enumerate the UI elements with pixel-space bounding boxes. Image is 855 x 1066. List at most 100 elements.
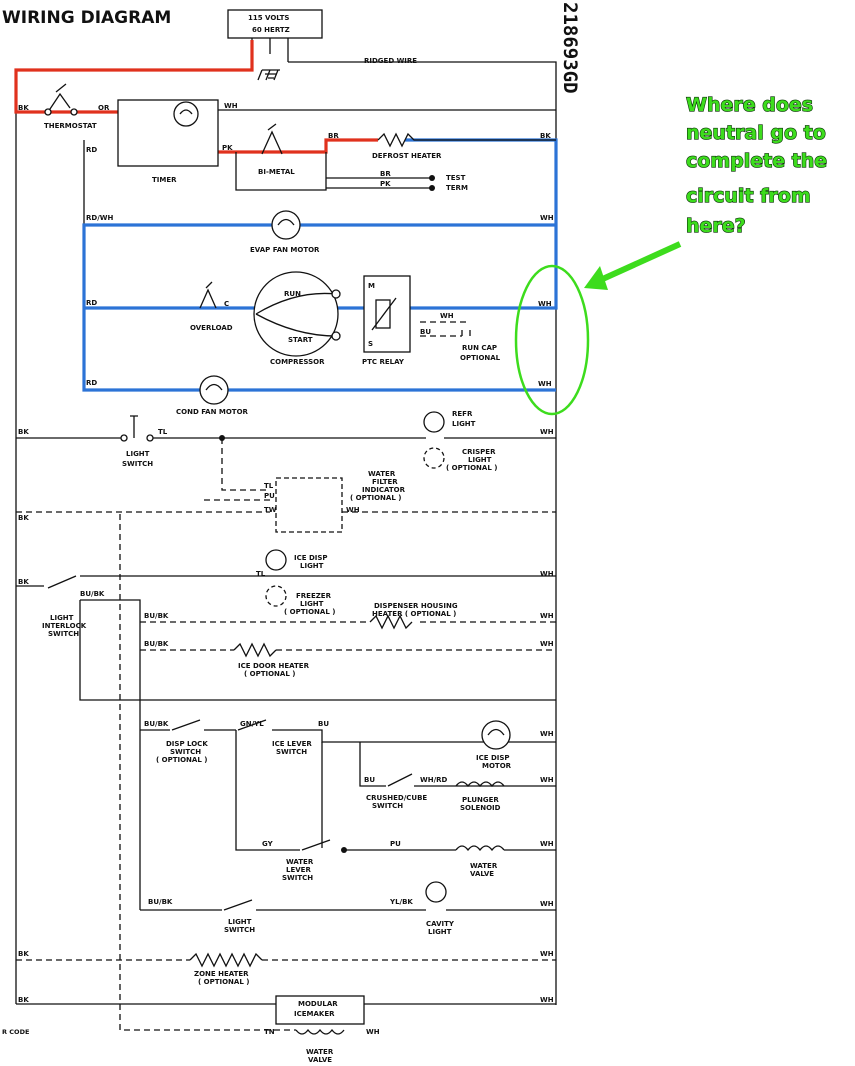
im-valve-label-1: WATER (306, 1048, 334, 1056)
crisper-label-2: LIGHT (468, 456, 492, 464)
cond-rd-label: RD (86, 379, 97, 387)
run-cap-optional-label: OPTIONAL (460, 354, 501, 362)
heater-dash-wires (140, 621, 556, 651)
thermostat-symbol (47, 83, 71, 113)
zone-heater-label-2: ( OPTIONAL ) (198, 978, 249, 986)
water-lever-junction (341, 847, 347, 853)
zone-wh-label: WH (540, 950, 554, 958)
cond-fan-motor (199, 375, 229, 405)
zone-heater-symbol (189, 952, 263, 968)
ground-symbol (257, 69, 280, 81)
compressor-wh-label: WH (538, 300, 552, 308)
filter-label-2: FILTER (372, 478, 398, 486)
run-cap-label: RUN CAP (462, 344, 497, 352)
run-cap-wh-label: WH (440, 312, 454, 320)
corner-text: R CODE (2, 1028, 29, 1036)
crisper-label-1: CRISPER (462, 448, 496, 456)
defrost-heater-symbol (377, 132, 556, 148)
plunger-label-1: PLUNGER (462, 796, 499, 804)
cavity-light (425, 881, 447, 903)
defrost-heater-label: DEFROST HEATER (372, 152, 442, 160)
cavity-bubk-label: BU/BK (148, 898, 173, 906)
thermostat-contact-1 (44, 108, 52, 116)
filter-label-4: ( OPTIONAL ) (350, 494, 401, 502)
filter-wh-label: WH (346, 506, 360, 514)
run-cap-dash-wires (420, 321, 470, 337)
callout-ellipse (514, 264, 590, 416)
timer-motor-coil (179, 109, 193, 115)
interlock-wh-label: WH (540, 570, 554, 578)
door-heater-wh-label: WH (540, 640, 554, 648)
water-valve-label-1: WATER (470, 862, 498, 870)
thermostat-label: THERMOSTAT (44, 122, 97, 130)
timer-box (117, 99, 219, 167)
light-bk-label: BK (18, 428, 29, 436)
callout-arrow-shaft (594, 241, 682, 285)
compressor-s-terminal (331, 331, 341, 341)
timer-pk-label: PK (222, 144, 233, 152)
cond-wh-label: WH (538, 380, 552, 388)
icemaker-box (275, 995, 365, 1025)
defrost-wiring (235, 152, 430, 191)
freezer-label-1: FREEZER (296, 592, 332, 600)
ice-disp-light-label-2: LIGHT (300, 562, 324, 570)
icemaker-label-1: MODULAR (298, 1000, 338, 1008)
defrost-br-label: BR (328, 132, 339, 140)
cavity-wh-label: WH (540, 900, 554, 908)
evap-fan-label: EVAP FAN MOTOR (250, 246, 320, 254)
water-lever-gy-label: GY (262, 840, 274, 848)
water-valve-label-2: VALVE (470, 870, 494, 878)
compressor-rd-label: RD (86, 299, 97, 307)
evap-fan-coil (277, 218, 295, 226)
cavity-switch-label-1: LIGHT (228, 918, 252, 926)
cavity-switch-label-2: SWITCH (224, 926, 255, 934)
compressor-c-label: C (224, 300, 229, 308)
cavity-light-label-2: LIGHT (428, 928, 452, 936)
dispenser-switch-blades (171, 719, 267, 731)
icemaker-label-2: ICEMAKER (294, 1010, 335, 1018)
icemaker-wh-label: WH (366, 1028, 380, 1036)
test-label: TEST (446, 174, 466, 182)
ptc-relay-label: PTC RELAY (362, 358, 405, 366)
light-dash-to-filter (221, 438, 270, 491)
test-br-label: BR (380, 170, 391, 178)
ice-motor-label-2: MOTOR (482, 762, 512, 770)
ice-lever-bu-label: BU (318, 720, 329, 728)
zone-bk-label: BK (18, 950, 29, 958)
interlock-label-3: SWITCH (48, 630, 79, 638)
callout-line-3: complete the (686, 150, 827, 172)
light-switch-symbol (130, 415, 138, 438)
crisper-label-3: ( OPTIONAL ) (446, 464, 497, 472)
ice-disp-tl-label: TL (256, 570, 266, 578)
interlock-label-2: INTERLOCK (42, 622, 87, 630)
thermostat-contact-2 (70, 108, 78, 116)
freezer-label-3: ( OPTIONAL ) (284, 608, 335, 616)
term-label: TERM (446, 184, 468, 192)
neutral-bus (288, 61, 557, 1005)
plunger-wh-label: WH (540, 776, 554, 784)
ice-disp-motor-coil (487, 728, 505, 736)
dispenser-heater-label-1: DISPENSER HOUSING (374, 602, 458, 610)
timer-rd-label: RD (86, 146, 97, 154)
run-cap-symbol (461, 330, 471, 336)
evap-wh-label: WH (540, 214, 554, 222)
callout-line-1: Where does (686, 94, 813, 116)
im-valve-label-2: VALVE (308, 1056, 332, 1064)
crushed-bu-label: BU (364, 776, 375, 784)
water-valve-pu-label: PU (390, 840, 401, 848)
thermostat-bk-label: BK (18, 104, 29, 112)
light-switch-label-1: LIGHT (126, 450, 150, 458)
plunger-label-2: SOLENOID (460, 804, 501, 812)
compressor-windings (255, 292, 337, 337)
cavity-switch-blade (223, 899, 253, 911)
filter-pu-label: PU (264, 492, 275, 500)
filter-bk-label: BK (18, 514, 29, 522)
ridged-wire-label: RIDGED WIRE (364, 57, 417, 65)
water-filter-box (275, 477, 343, 533)
refr-light (423, 411, 445, 433)
ice-lever-label-1: ICE LEVER (272, 740, 312, 748)
ice-disp-light-label-1: ICE DISP (294, 554, 328, 562)
dispenser-bubk-label: BU/BK (144, 612, 169, 620)
crushed-label-1: CRUSHED/CUBE (366, 794, 427, 802)
overload-symbol (199, 281, 217, 309)
